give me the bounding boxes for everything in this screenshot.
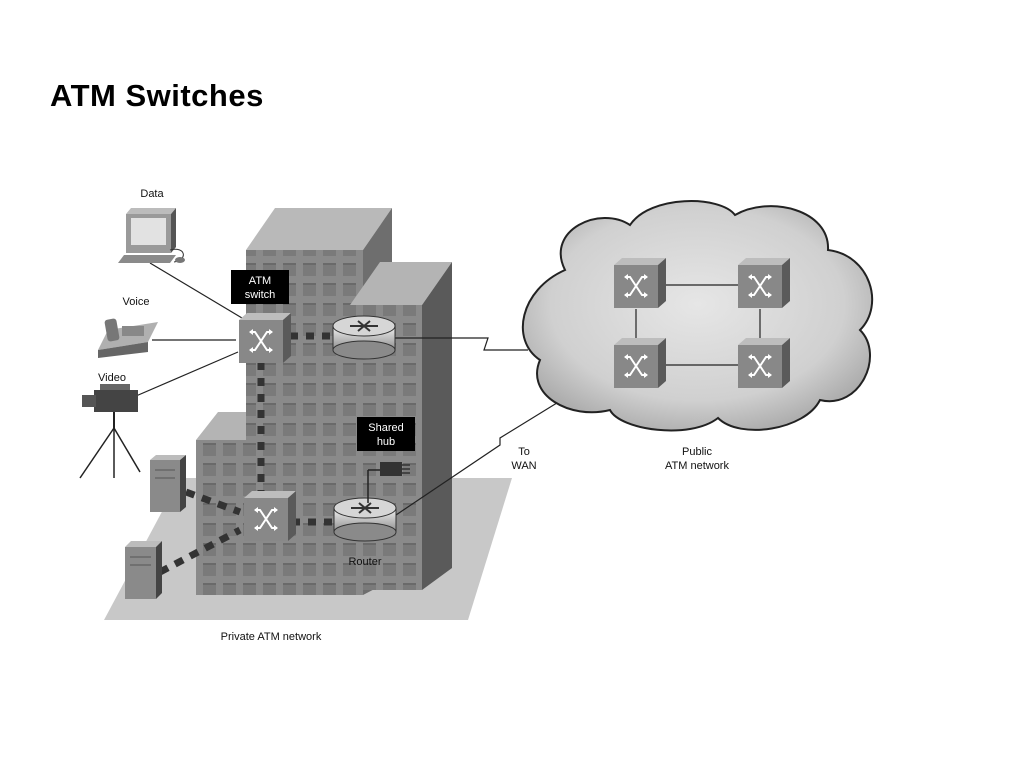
public-atm-switch-tl — [614, 258, 666, 308]
private-atm-switch-lower — [244, 491, 296, 541]
computer-icon — [118, 208, 185, 263]
building — [196, 208, 452, 595]
to-wan-label-line1: To — [518, 446, 530, 458]
shared-hub-label-box — [357, 417, 415, 451]
private-network-label: Private ATM network — [221, 631, 322, 643]
slide-title: ATM Switches — [50, 78, 264, 113]
router-upper — [332, 315, 396, 360]
telephone-icon — [98, 318, 158, 358]
public-network-links — [635, 284, 761, 366]
atm-switch-label-line1: ATM — [249, 275, 271, 287]
voice-label: Voice — [123, 296, 150, 308]
public-atm-switch-bl — [614, 338, 666, 388]
shared-hub-label-line2: hub — [377, 436, 395, 448]
video-camera-icon — [79, 384, 141, 479]
atm-switch-label-line2: switch — [245, 289, 276, 301]
private-atm-switch-upper — [239, 313, 291, 363]
server-icon-upper — [150, 455, 186, 512]
public-atm-switch-br — [738, 338, 790, 388]
shared-hub-icon — [367, 462, 410, 503]
public-atm-switch-tr — [738, 258, 790, 308]
device-links — [135, 262, 566, 516]
public-network-label-line2: ATM network — [665, 460, 729, 472]
shared-hub-label-line1: Shared — [368, 422, 403, 434]
atm-switch-label-box — [231, 270, 289, 304]
public-atm-cloud — [521, 200, 874, 432]
server-icon-lower — [125, 541, 162, 599]
data-label: Data — [140, 188, 164, 200]
public-network-label-line1: Public — [682, 446, 712, 458]
atm-cell-links — [158, 332, 333, 576]
router-label: Router — [348, 556, 381, 568]
video-label: Video — [98, 372, 126, 384]
to-wan-label-line2: WAN — [511, 460, 536, 472]
router-lower — [333, 497, 397, 542]
